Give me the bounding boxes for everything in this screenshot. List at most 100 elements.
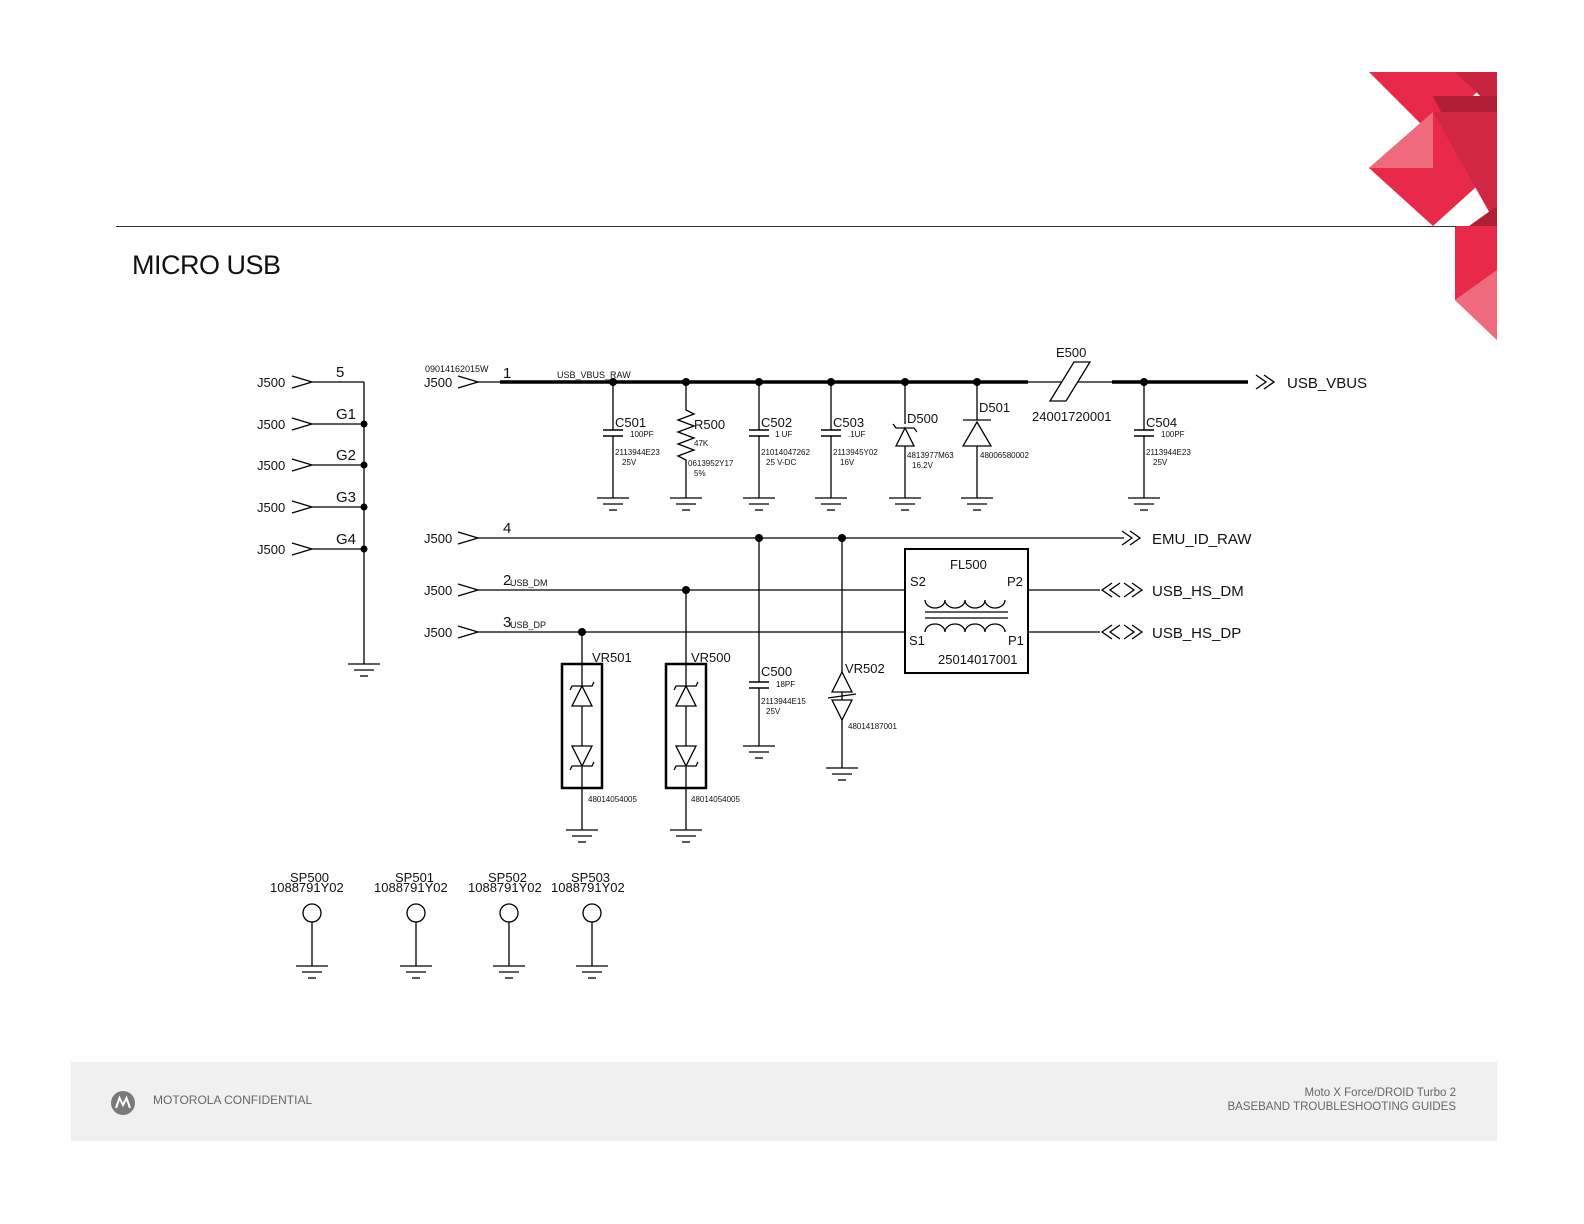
svg-text:S2: S2: [910, 574, 926, 589]
r500: R500 47K 0613952Y17 5%: [669, 382, 734, 511]
svg-text:5%: 5%: [694, 469, 706, 478]
pin-label-g2: G2: [336, 447, 356, 464]
test-point-sp503: SP503 1088791Y02: [551, 870, 625, 979]
pin-num-4: 4: [503, 520, 511, 537]
net-emu-id: EMU_ID_RAW: [1152, 531, 1252, 548]
page-title: MICRO USB: [132, 250, 281, 280]
svg-text:25V: 25V: [1153, 458, 1168, 467]
svg-text:D500: D500: [907, 411, 938, 426]
svg-text:1088791Y02: 1088791Y02: [468, 880, 542, 895]
svg-text:16.2V: 16.2V: [912, 461, 934, 470]
e500-pn: 24001720001: [1032, 409, 1112, 424]
motorola-logo-icon: [111, 1091, 135, 1115]
svg-text:47K: 47K: [694, 439, 709, 448]
svg-text:1 UF: 1 UF: [775, 430, 792, 439]
c503: C503 .1UF 2113945Y02 16V: [814, 382, 878, 511]
net-usb-dm: USB_DM: [510, 578, 548, 588]
hs-dp-arrow: [1101, 624, 1143, 640]
footer-product: Moto X Force/DROID Turbo 2: [1304, 1087, 1456, 1099]
d500: D500 4813977M63 16.2V: [888, 382, 954, 511]
pin-arrow-1: [457, 375, 479, 389]
j500-ref-5: J500: [257, 375, 285, 390]
svg-text:1088791Y02: 1088791Y02: [270, 880, 344, 895]
net-usb-dp: USB_DP: [510, 620, 546, 630]
pin-arrow-5: [291, 375, 313, 389]
svg-text:2113944E15: 2113944E15: [761, 697, 806, 706]
c504: C504 100PF 2113944E23 25V: [1127, 382, 1191, 511]
test-point-sp500: SP500 1088791Y02: [270, 870, 344, 979]
vr501: VR501 48014054005: [560, 632, 637, 843]
svg-text:.1UF: .1UF: [848, 430, 865, 439]
j500-ref-3: J500: [424, 625, 452, 640]
pin-arrow-g3: [291, 500, 313, 514]
pin-label-g3: G3: [336, 489, 356, 506]
vr502: VR502 48014187001: [825, 538, 897, 781]
svg-text:100PF: 100PF: [1161, 430, 1185, 439]
svg-text:25014017001: 25014017001: [938, 652, 1018, 667]
svg-text:VR500: VR500: [691, 650, 731, 665]
footer: MOTOROLA CONFIDENTIAL Moto X Force/DROID…: [71, 1062, 1497, 1141]
svg-text:48014054005: 48014054005: [588, 795, 637, 804]
j500-ref-g3: J500: [257, 500, 285, 515]
pin-arrow-4: [457, 531, 479, 545]
svg-text:48014054005: 48014054005: [691, 795, 740, 804]
svg-text:C500: C500: [761, 664, 792, 679]
j500-ref-g2: J500: [257, 458, 285, 473]
connector-pn: 09014162015W: [425, 364, 489, 374]
ground-symbol: [347, 663, 381, 677]
fl500: FL500 S2 P2 S1 P1 25014017001: [904, 548, 1029, 674]
pin-num-1: 1: [503, 365, 511, 382]
pin-arrow-g2: [291, 458, 313, 472]
ground-pin-group: J500 5 J500 G1 J500 G2 J500 G3 J500 G4: [257, 364, 381, 677]
svg-text:25 V-DC: 25 V-DC: [766, 458, 796, 467]
pin-arrow-2: [457, 583, 479, 597]
j500-ref-g1: J500: [257, 417, 285, 432]
test-point-sp501: SP501 1088791Y02: [374, 870, 448, 979]
pin-arrow-3: [457, 625, 479, 639]
svg-text:C503: C503: [833, 415, 864, 430]
title-rule: [116, 226, 1456, 227]
net-usb-hs-dm: USB_HS_DM: [1152, 583, 1244, 600]
vr500: VR500 48014054005: [664, 590, 740, 843]
svg-text:D501: D501: [979, 400, 1010, 415]
pin-label-g4: G4: [336, 531, 356, 548]
c500: C500 18PF 2113944E15 25V: [742, 538, 806, 759]
svg-text:2113945Y02: 2113945Y02: [833, 448, 878, 457]
emu-arrow: [1121, 530, 1141, 546]
svg-text:18PF: 18PF: [776, 680, 795, 689]
svg-text:P2: P2: [1007, 574, 1023, 589]
svg-text:1088791Y02: 1088791Y02: [374, 880, 448, 895]
pin-arrow-g4: [291, 542, 313, 556]
c501: C501 100PF 2113944E23 25V: [596, 382, 660, 511]
svg-text:21014047262: 21014047262: [761, 448, 810, 457]
svg-text:C502: C502: [761, 415, 792, 430]
svg-text:P1: P1: [1008, 633, 1024, 648]
d501: D501 48006580002: [960, 382, 1029, 511]
hs-dm-arrow: [1101, 582, 1143, 598]
svg-text:R500: R500: [694, 417, 725, 432]
j500-ref-1: J500: [424, 375, 452, 390]
svg-text:SP503: SP503: [571, 870, 610, 885]
svg-text:2113944E23: 2113944E23: [1146, 448, 1191, 457]
footer-guide: BASEBAND TROUBLESHOOTING GUIDES: [1227, 1101, 1456, 1113]
svg-text:25V: 25V: [622, 458, 637, 467]
svg-text:C501: C501: [615, 415, 646, 430]
net-vbus-raw: USB_VBUS_RAW: [557, 370, 631, 380]
svg-text:25V: 25V: [766, 707, 781, 716]
e500-ref: E500: [1056, 345, 1086, 360]
svg-text:SP502: SP502: [488, 870, 527, 885]
svg-text:SP500: SP500: [290, 870, 329, 885]
svg-text:C504: C504: [1146, 415, 1177, 430]
svg-text:4813977M63: 4813977M63: [907, 451, 954, 460]
confidential-label: MOTOROLA CONFIDENTIAL: [153, 1093, 313, 1107]
svg-text:1088791Y02: 1088791Y02: [551, 880, 625, 895]
svg-text:VR502: VR502: [845, 661, 885, 676]
footer-right: Moto X Force/DROID Turbo 2 BASEBAND TROU…: [1227, 1086, 1456, 1114]
svg-text:S1: S1: [909, 633, 925, 648]
net-usb-hs-dp: USB_HS_DP: [1152, 625, 1241, 642]
j500-ref-2: J500: [424, 583, 452, 598]
svg-text:FL500: FL500: [950, 557, 987, 572]
c502: C502 1 UF 21014047262 25 V-DC: [742, 382, 810, 511]
